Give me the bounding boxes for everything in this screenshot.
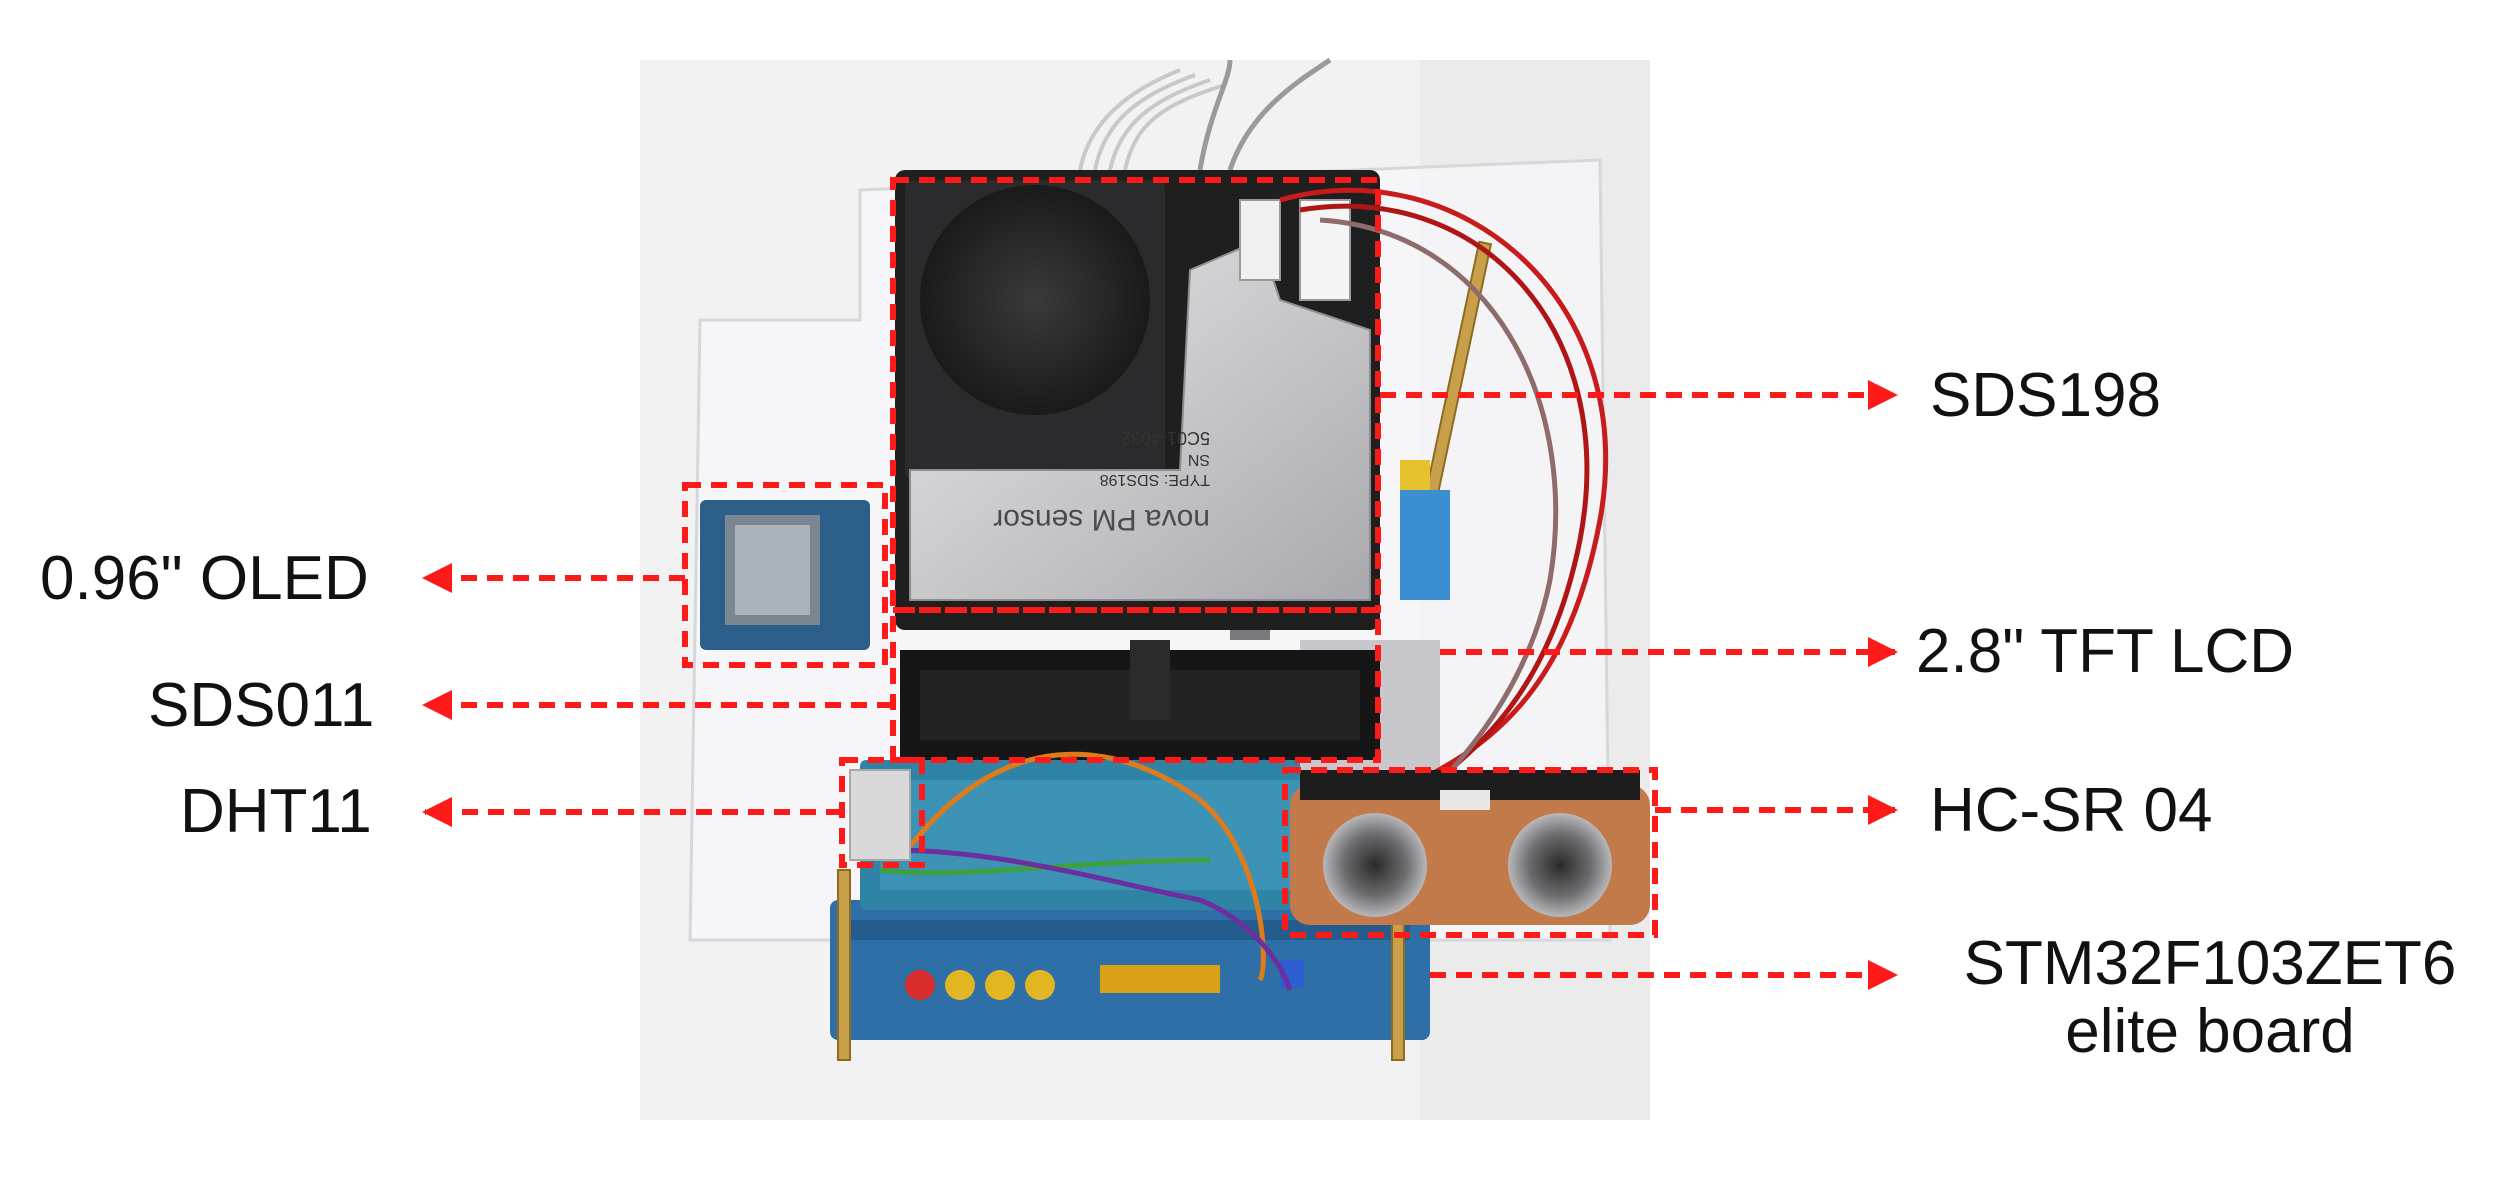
sensor-brand-text: nova PM sensor <box>993 503 1210 536</box>
label-sds198: SDS198 <box>1930 361 2161 430</box>
jumper-wires <box>879 751 1293 991</box>
label-board: STM32F103ZET6 elite board <box>1930 929 2490 1067</box>
tft-box <box>890 607 1381 763</box>
grey-wires <box>1197 57 1332 171</box>
label-board-line2: elite board <box>2065 997 2355 1067</box>
sensor-serial-text: 5C01-4032 <box>1121 428 1210 448</box>
dht11-module <box>849 769 911 861</box>
oled-box <box>682 482 888 668</box>
label-hcsr04: HC-SR 04 <box>1930 776 2213 845</box>
annotation-arrows <box>422 380 1898 990</box>
label-sds011: SDS011 <box>148 671 375 740</box>
sds198-print: nova PM sensor TYPE: SDS198 SN 5C01-4032 <box>993 428 1210 536</box>
red-wires <box>1279 187 1608 822</box>
sensor-type-text: TYPE: SDS198 <box>1100 471 1210 488</box>
board-buttons <box>905 970 1055 1000</box>
label-board-line1: STM32F103ZET6 <box>1963 929 2457 998</box>
label-tft-lcd: 2.8" TFT LCD <box>1916 617 2295 686</box>
label-oled: 0.96" OLED <box>40 544 369 613</box>
label-dht11: DHT11 <box>180 777 372 846</box>
hcsr04-box <box>1282 767 1658 938</box>
sensor-sn-text: SN <box>1188 451 1210 468</box>
sds198-fan <box>920 185 1150 415</box>
ribbon-cable <box>1078 68 1226 171</box>
